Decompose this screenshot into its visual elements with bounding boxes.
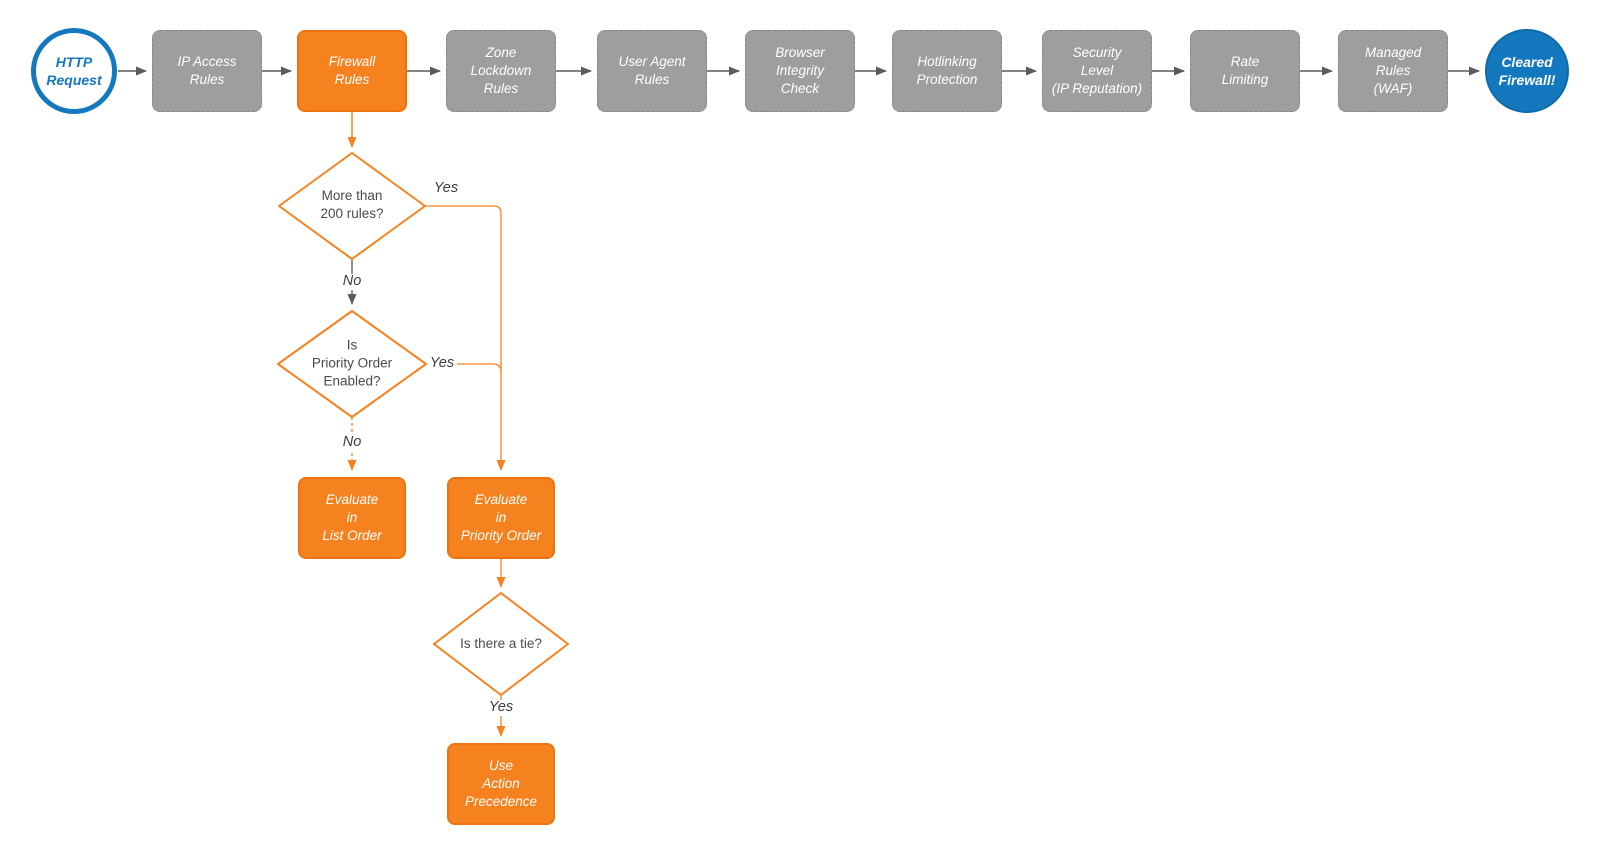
node-managed-rules-waf: Managed Rules (WAF) [1338, 30, 1448, 112]
decision-more-than-200-rules: More than 200 rules? [320, 187, 384, 221]
node-managed-rules-waf-label: Managed Rules (WAF) [1364, 45, 1422, 96]
edge-label-no-priority-enabled: No [339, 434, 365, 451]
node-firewall-rules-label: Firewall Rules [328, 54, 376, 87]
node-browser-integrity-check: Browser Integrity Check [745, 30, 855, 112]
edge-label-yes-priority-enabled: Yes [426, 355, 458, 372]
node-security-level-label: Security Level (IP Reputation) [1051, 45, 1143, 96]
node-cleared-firewall-label: Cleared Firewall! [1498, 53, 1556, 88]
decision-shapes [277, 152, 569, 696]
node-cleared-firewall: Cleared Firewall! [1485, 29, 1569, 113]
node-hotlinking-protection: Hotlinking Protection [892, 30, 1002, 112]
node-user-agent-rules: User Agent Rules [597, 30, 707, 112]
node-user-agent-rules-label: User Agent Rules [618, 54, 686, 87]
node-ip-access-rules: IP Access Rules [152, 30, 262, 112]
edge-label-yes-more-than-200: Yes [430, 180, 462, 197]
node-evaluate-in-priority-order: Evaluate in Priority Order [447, 477, 555, 559]
node-zone-lockdown-rules-label: Zone Lockdown Rules [470, 45, 532, 96]
node-http-request: HTTP Request [31, 28, 117, 114]
node-evaluate-in-list-order: Evaluate in List Order [298, 477, 406, 559]
node-rate-limiting: Rate Limiting [1190, 30, 1300, 112]
node-firewall-rules: Firewall Rules [297, 30, 407, 112]
node-browser-integrity-check-label: Browser Integrity Check [775, 45, 825, 96]
node-zone-lockdown-rules: Zone Lockdown Rules [446, 30, 556, 112]
edge-label-yes-tie: Yes [485, 699, 517, 716]
node-http-request-label: HTTP Request [46, 53, 102, 88]
decision-priority-order-enabled: Is Priority Order Enabled? [311, 337, 393, 390]
node-security-level: Security Level (IP Reputation) [1042, 30, 1152, 112]
edge-label-no-more-than-200: No [339, 273, 365, 290]
node-use-action-precedence: Use Action Precedence [447, 743, 555, 825]
node-evaluate-in-priority-order-label: Evaluate in Priority Order [460, 492, 542, 543]
node-evaluate-in-list-order-label: Evaluate in List Order [322, 492, 382, 543]
node-rate-limiting-label: Rate Limiting [1221, 54, 1269, 87]
node-use-action-precedence-label: Use Action Precedence [464, 758, 538, 809]
node-ip-access-rules-label: IP Access Rules [177, 54, 237, 87]
node-hotlinking-protection-label: Hotlinking Protection [916, 54, 978, 87]
decision-is-there-a-tie: Is there a tie? [460, 635, 542, 651]
